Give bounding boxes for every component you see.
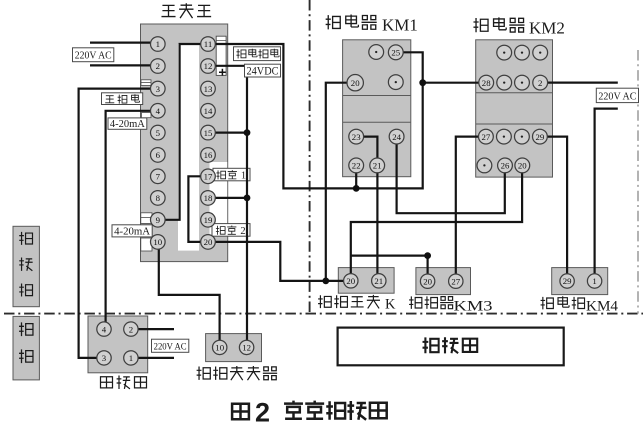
svg-text:18: 18: [204, 193, 213, 203]
svg-text:20: 20: [423, 276, 432, 286]
svg-text:21: 21: [373, 161, 382, 171]
svg-text:4-20mA: 4-20mA: [114, 225, 150, 237]
svg-text:24VDC: 24VDC: [247, 66, 279, 78]
svg-text:29: 29: [563, 276, 572, 286]
svg-text:28: 28: [482, 78, 491, 88]
svg-text:5: 5: [156, 128, 161, 138]
svg-text:3: 3: [102, 353, 107, 363]
svg-text:KM2: KM2: [529, 18, 565, 37]
svg-text:15: 15: [204, 128, 213, 138]
svg-text:14: 14: [204, 106, 213, 116]
svg-text:29: 29: [536, 132, 545, 142]
svg-text:220V AC: 220V AC: [75, 50, 112, 62]
svg-text:4: 4: [156, 106, 161, 116]
svg-text:20: 20: [204, 237, 213, 247]
svg-text:KM1: KM1: [382, 15, 418, 34]
svg-text:26: 26: [501, 161, 510, 171]
svg-text:21: 21: [374, 276, 383, 286]
svg-text:2: 2: [255, 398, 270, 428]
svg-text:17: 17: [204, 172, 213, 182]
svg-text:220V AC: 220V AC: [598, 90, 636, 102]
svg-text:1: 1: [241, 170, 246, 181]
svg-text:27: 27: [482, 132, 491, 142]
svg-text:16: 16: [204, 150, 213, 160]
svg-text:27: 27: [451, 276, 460, 286]
svg-text:10: 10: [215, 343, 224, 353]
svg-text:23: 23: [352, 132, 361, 142]
svg-text:9: 9: [156, 215, 161, 225]
svg-text:12: 12: [204, 61, 213, 71]
svg-text:2: 2: [538, 78, 542, 88]
svg-text:2: 2: [156, 61, 160, 71]
svg-text:22: 22: [352, 161, 361, 171]
svg-text:20: 20: [346, 276, 355, 286]
svg-text:2: 2: [240, 226, 245, 237]
svg-text:KM3: KM3: [454, 299, 493, 315]
svg-text:7: 7: [156, 172, 161, 182]
svg-text:KM4: KM4: [586, 299, 619, 315]
svg-text:24: 24: [392, 132, 401, 142]
svg-text:4-20mA: 4-20mA: [110, 118, 145, 130]
svg-text:4: 4: [102, 324, 107, 334]
svg-text:6: 6: [156, 150, 161, 160]
svg-text:1: 1: [156, 39, 160, 49]
svg-text:20: 20: [518, 161, 527, 171]
svg-text:3: 3: [156, 84, 161, 94]
svg-text:20: 20: [351, 78, 360, 88]
svg-text:12: 12: [242, 343, 251, 353]
svg-text:1: 1: [129, 353, 133, 363]
svg-text:8: 8: [156, 193, 161, 203]
svg-text:2: 2: [129, 324, 133, 334]
svg-text:13: 13: [204, 84, 213, 94]
svg-text:K: K: [385, 297, 396, 313]
svg-text:10: 10: [153, 237, 162, 247]
svg-text:25: 25: [391, 48, 400, 58]
svg-text:19: 19: [204, 215, 213, 225]
svg-text:11: 11: [204, 39, 212, 49]
svg-text:220V AC: 220V AC: [154, 342, 187, 352]
svg-text:1: 1: [592, 276, 596, 286]
